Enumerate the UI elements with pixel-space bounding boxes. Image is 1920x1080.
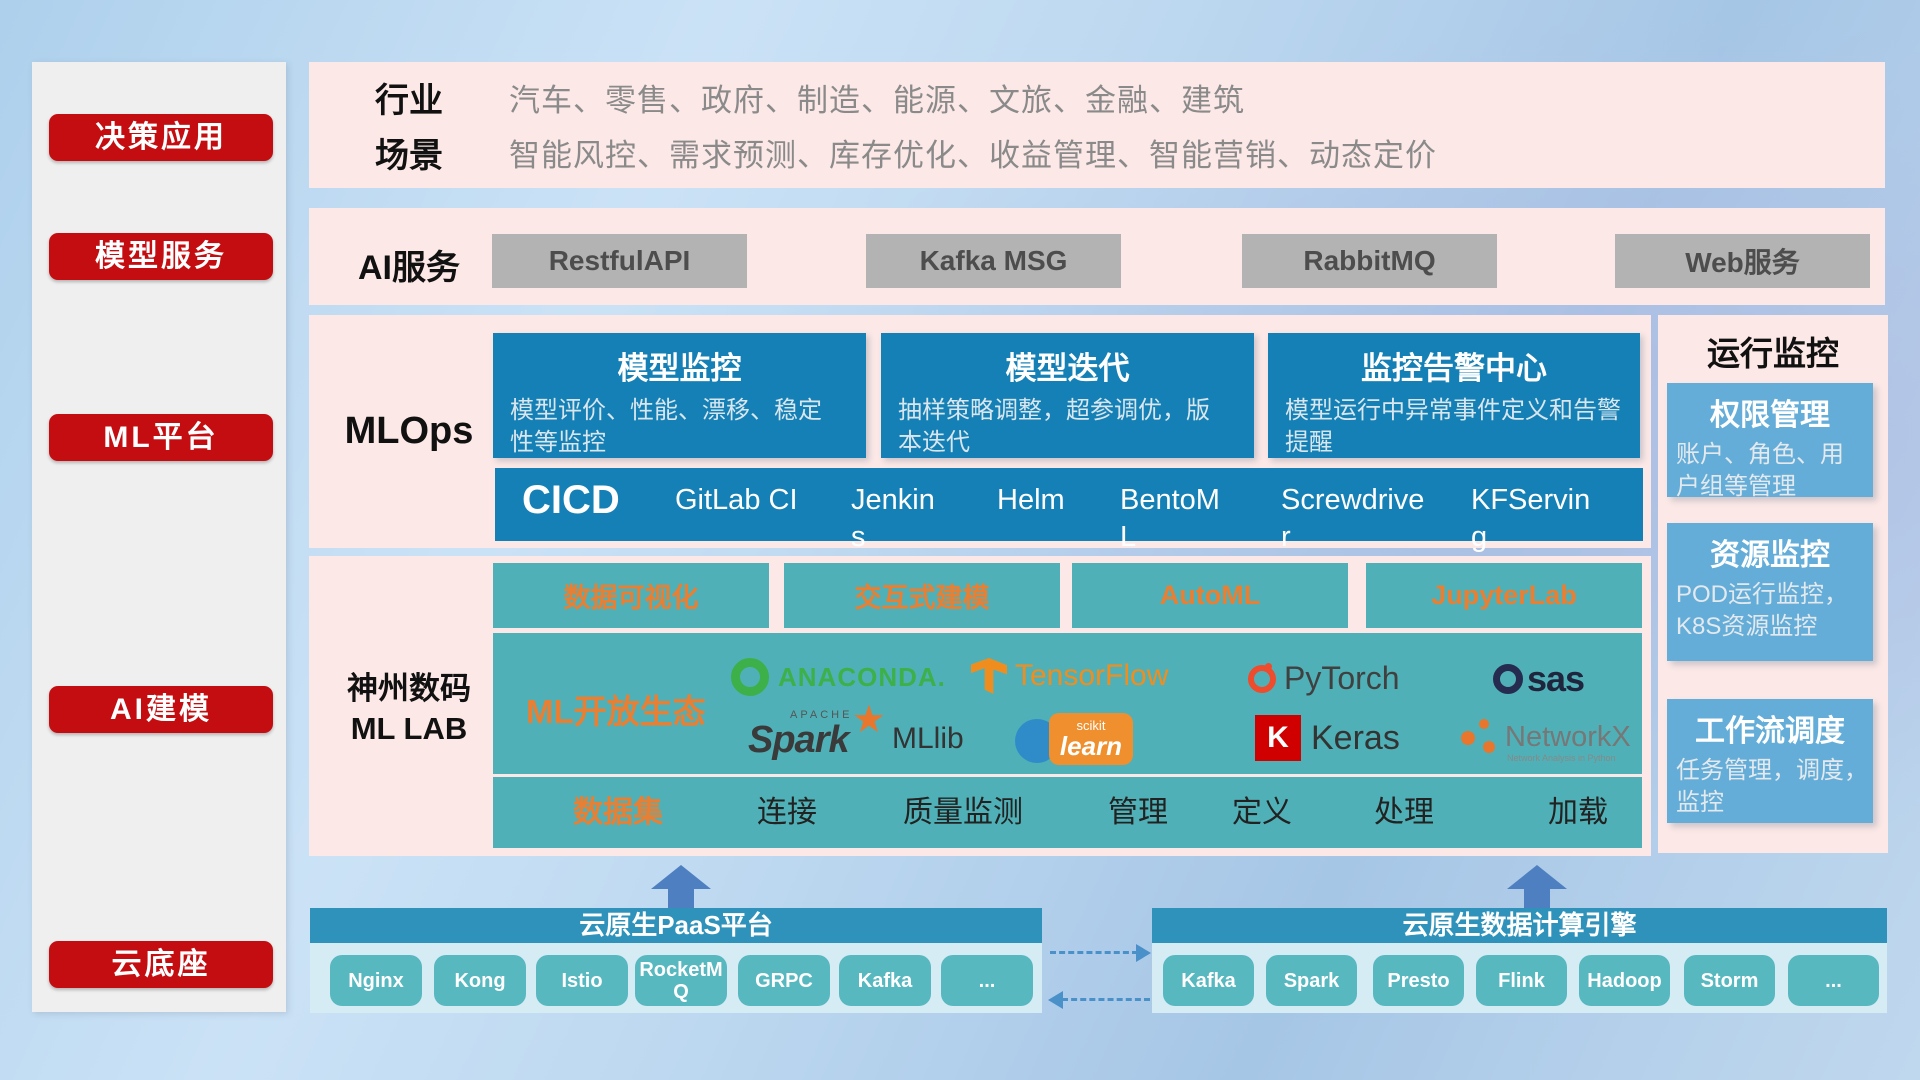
tool-box-automl[interactable]: AutoML (1072, 563, 1348, 628)
ai-service-section: AI服务 RestfulAPI Kafka MSG RabbitMQ Web服务 (309, 208, 1885, 305)
sas-logo: sas (1493, 658, 1585, 700)
chip-kafka[interactable]: Kafka (839, 955, 931, 1006)
left-nav-panel: 决策应用 模型服务 ML平台 AI建模 云底座 (32, 62, 286, 1012)
up-arrow-left (651, 865, 711, 908)
dashed-arrow-right (1050, 951, 1138, 954)
databar-item-manage: 管理 (1108, 796, 1168, 829)
ai-service-label: AI服务 (358, 249, 460, 287)
card-body: 抽样策略调整，超参调优，版 本迭代 (898, 397, 1210, 457)
card-title: 模型监控 (617, 351, 742, 386)
databar-item-define: 定义 (1232, 796, 1292, 829)
chip-istio[interactable]: Istio (536, 955, 628, 1006)
networkx-icon (1459, 717, 1499, 757)
databar-item-quality: 质量监测 (903, 796, 1023, 829)
mlops-section: MLOps 模型监控 模型评价、性能、漂移、稳定 性等监控 模型迭代 抽样策略调… (309, 315, 1651, 553)
mllab-section: 神州数码 ML LAB 数据可视化 交互式建模 AutoML JupyterLa… (309, 556, 1651, 856)
databar-item-connect: 连接 (757, 796, 817, 829)
dashed-arrow-left (1062, 998, 1150, 1001)
networkx-logo: NetworkX Network Analysis in Python (1459, 717, 1631, 763)
card-model-monitoring: 模型监控 模型评价、性能、漂移、稳定 性等监控 (493, 333, 866, 458)
data-engine-header: 云原生数据计算引擎 (1152, 908, 1887, 943)
sidebar-item-decision-apps[interactable]: 决策应用 (49, 114, 273, 161)
spark-star-icon: ★ (851, 699, 886, 741)
card-title: 监控告警中心 (1361, 351, 1547, 386)
chip-spark[interactable]: Spark (1266, 955, 1357, 1006)
sidebar-item-cloud-base[interactable]: 云底座 (49, 941, 273, 988)
card-resource-monitoring: 资源监控 POD运行监控， K8S资源监控 (1667, 523, 1873, 661)
scenario-label: 场景 (375, 136, 443, 175)
sidebar-item-ml-platform[interactable]: ML平台 (49, 414, 273, 461)
industry-scenario-section: 行业 汽车、零售、政府、制造、能源、文旅、金融、建筑 场景 智能风控、需求预测、… (309, 62, 1885, 188)
tool-box-data-visualization[interactable]: 数据可视化 (493, 563, 769, 628)
tensorflow-logo: TensorFlow (971, 658, 1168, 694)
databar-item-load: 加载 (1548, 796, 1608, 829)
chip-more[interactable]: ... (941, 955, 1033, 1006)
sidebar-item-model-services[interactable]: 模型服务 (49, 233, 273, 280)
dashed-arrow-right-head (1136, 944, 1151, 962)
chip-kong[interactable]: Kong (434, 955, 526, 1006)
keras-icon: K (1255, 715, 1301, 761)
keras-logo: K Keras (1255, 715, 1400, 761)
data-engine-body: Kafka Spark Presto Flink Hadoop Storm ..… (1152, 943, 1887, 1013)
chip-nginx[interactable]: Nginx (330, 955, 422, 1006)
tool-box-interactive-modeling[interactable]: 交互式建模 (784, 563, 1060, 628)
anaconda-logo: ANACONDA. (731, 658, 946, 696)
anaconda-icon (731, 658, 769, 696)
pytorch-logo: PyTorch (1248, 660, 1400, 697)
card-body: 模型评价、性能、漂移、稳定 性等监控 (510, 397, 822, 457)
api-button-restfulapi[interactable]: RestfulAPI (492, 234, 747, 288)
industry-value: 汽车、零售、政府、制造、能源、文旅、金融、建筑 (509, 82, 1245, 118)
tool-box-jupyterlab[interactable]: JupyterLab (1366, 563, 1642, 628)
up-arrow-right (1507, 865, 1567, 908)
chip-more2[interactable]: ... (1788, 955, 1879, 1006)
sidebar-item-ai-modeling[interactable]: AI建模 (49, 686, 273, 733)
cicd-item-helm: Helm (997, 484, 1065, 516)
runtime-monitor-title: 运行监控 (1707, 335, 1839, 372)
cicd-item-jenkins: Jenkins (851, 484, 935, 553)
card-permission-management: 权限管理 账户、角色、用 户组等管理 (1667, 383, 1873, 500)
databar-item-process: 处理 (1374, 796, 1434, 829)
chip-rocketmq[interactable]: RocketMQ (635, 955, 727, 1006)
paas-platform-header: 云原生PaaS平台 (310, 908, 1042, 943)
cicd-label: CICD (522, 478, 620, 522)
dashed-arrow-left-head (1048, 991, 1063, 1009)
cicd-bar: CICD GitLab CI Jenkins Helm BentoML Scre… (495, 468, 1643, 553)
card-title: 模型迭代 (1005, 351, 1130, 386)
chip-kafka2[interactable]: Kafka (1163, 955, 1254, 1006)
api-button-web-service[interactable]: Web服务 (1615, 234, 1870, 288)
tensorflow-icon (971, 658, 1007, 694)
chip-presto[interactable]: Presto (1373, 955, 1464, 1006)
runtime-monitor-panel: 运行监控 权限管理 账户、角色、用 户组等管理 资源监控 POD运行监控， K8… (1658, 315, 1888, 853)
api-button-rabbitmq[interactable]: RabbitMQ (1242, 234, 1497, 288)
databar-item-dataset: 数据集 (573, 796, 663, 829)
paas-platform-body: Nginx Kong Istio RocketMQ GRPC Kafka ... (310, 943, 1042, 1013)
ml-ecosystem-label: ML开放生态 (526, 693, 706, 730)
card-body: 模型运行中异常事件定义和告警 提醒 (1285, 397, 1621, 457)
api-button-kafka-msg[interactable]: Kafka MSG (866, 234, 1121, 288)
cicd-item-bentoml: BentoML (1120, 484, 1220, 553)
card-workflow-scheduling: 工作流调度 任务管理，调度， 监控 (1667, 699, 1873, 823)
cicd-item-kfserving: KFServing (1471, 484, 1591, 553)
mllab-label: 神州数码 ML LAB (347, 671, 471, 746)
chip-flink[interactable]: Flink (1476, 955, 1567, 1006)
ml-ecosystem-box: ML开放生态 ANACONDA. TensorFlow PyTorch sas (493, 633, 1642, 774)
sas-icon (1493, 664, 1523, 694)
dataset-bar: 数据集 连接 质量监测 管理 定义 处理 加载 (493, 777, 1642, 848)
cicd-item-gitlab-ci: GitLab CI (675, 484, 798, 516)
scikit-learn-logo: scikit learn (1015, 711, 1145, 767)
industry-label: 行业 (375, 81, 443, 120)
card-alert-center: 监控告警中心 模型运行中异常事件定义和告警 提醒 (1268, 333, 1640, 458)
cicd-item-screwdriver: Screwdriver (1281, 484, 1425, 553)
scenario-value: 智能风控、需求预测、库存优化、收益管理、智能营销、动态定价 (509, 137, 1437, 173)
chip-grpc[interactable]: GRPC (738, 955, 830, 1006)
card-model-iteration: 模型迭代 抽样策略调整，超参调优，版 本迭代 (881, 333, 1254, 458)
chip-hadoop[interactable]: Hadoop (1579, 955, 1670, 1006)
chip-storm[interactable]: Storm (1684, 955, 1775, 1006)
spark-logo: APACHE Spark ★ MLlib (748, 699, 964, 761)
pytorch-icon (1248, 662, 1276, 693)
mlops-label: MLOps (344, 410, 474, 452)
